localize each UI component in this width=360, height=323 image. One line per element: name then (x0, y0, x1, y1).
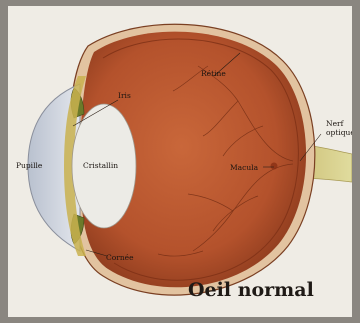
eye-diagram: Rétine Iris Pupille Cristallin Macula Ne… (8, 6, 352, 317)
label-cristallin: Cristallin (83, 161, 118, 170)
macula (271, 163, 278, 170)
label-cornee: Cornée (106, 253, 134, 262)
label-retine: Rétine (201, 69, 226, 78)
label-nerf-line2: optique (326, 128, 352, 137)
label-iris: Iris (118, 91, 131, 100)
label-macula: Macula (230, 163, 259, 172)
eye-illustration: Rétine Iris Pupille Cristallin Macula Ne… (8, 6, 352, 317)
label-pupille: Pupille (16, 161, 43, 170)
label-nerf-line1: Nerf (326, 119, 345, 128)
diagram-title: Oeil normal (188, 279, 314, 301)
